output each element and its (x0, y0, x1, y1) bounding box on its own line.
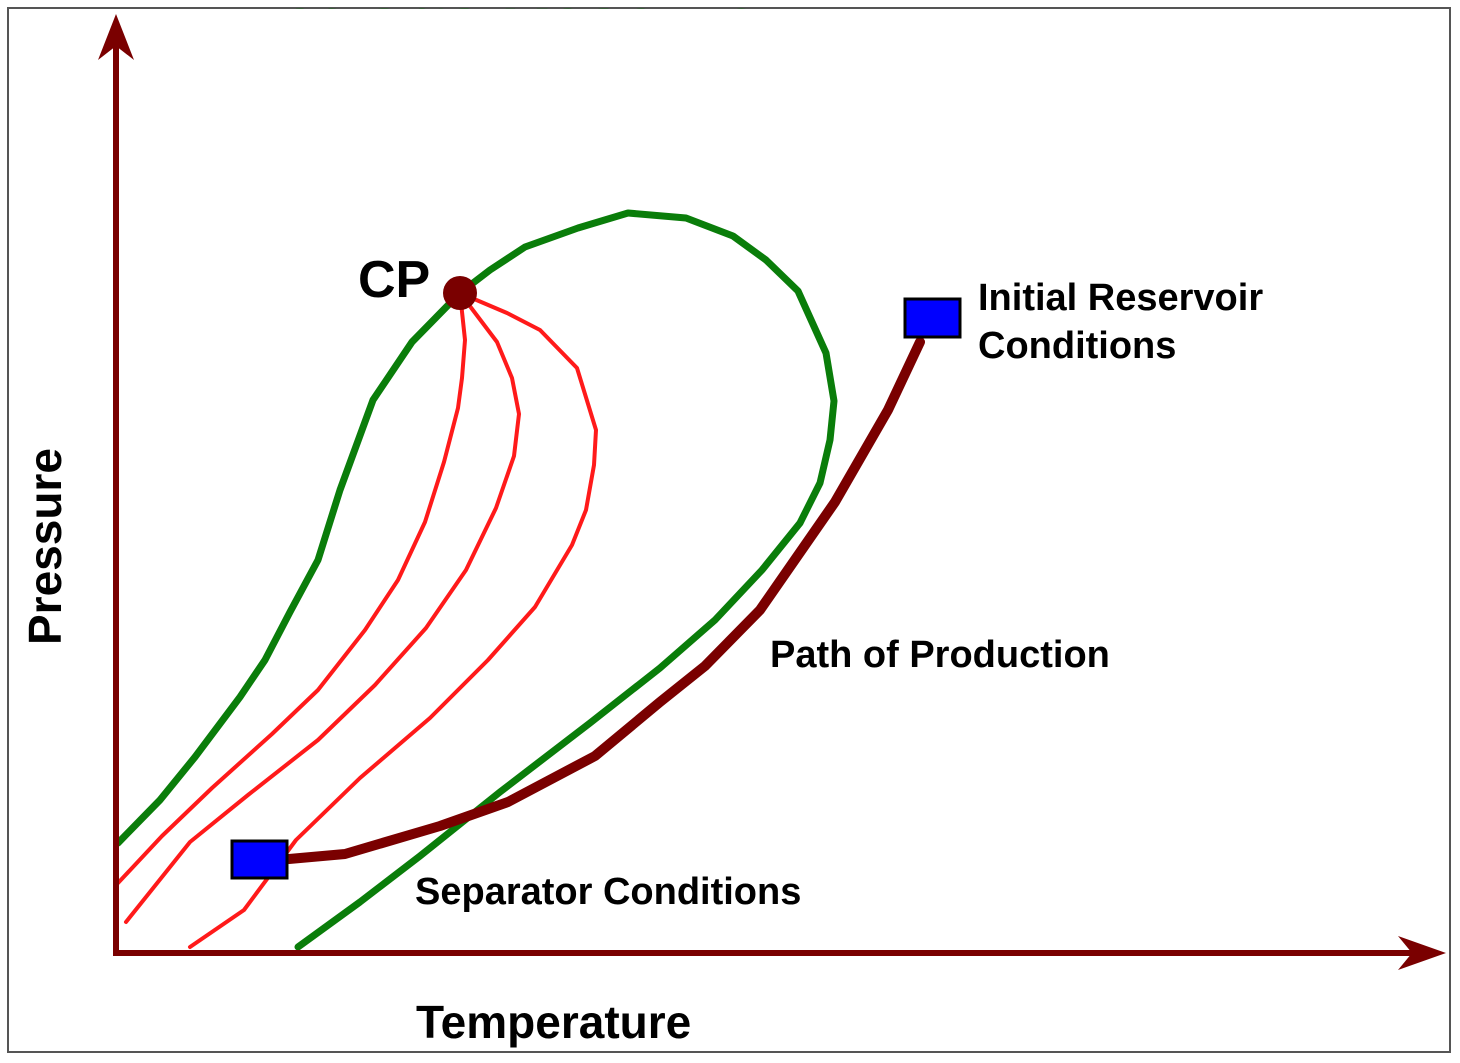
x-axis-title: Temperature (416, 996, 691, 1048)
phase-envelope-curve (114, 209, 838, 951)
production-path-curve (284, 337, 925, 864)
production-path-label: Path of Production (770, 634, 1110, 676)
y-axis-arrow-icon (98, 14, 134, 60)
initial-conditions-label-line2: Conditions (978, 325, 1176, 367)
initial-conditions-label-line1: Initial Reservoir (978, 277, 1263, 319)
separator-conditions-label: Separator Conditions (415, 871, 801, 913)
quality-lines (116, 291, 598, 949)
critical-point-marker (443, 276, 477, 310)
axes (98, 14, 1446, 970)
quality-line-1 (116, 291, 467, 885)
quality-line-3 (188, 291, 598, 949)
quality-line-2 (124, 291, 521, 924)
initial-conditions-marker (903, 297, 962, 339)
diagram-title: Wet Gas Reservoir (220, 0, 806, 22)
separator-conditions-marker (230, 839, 289, 880)
x-axis-arrow-icon (1398, 936, 1446, 970)
y-axis-title: Pressure (19, 448, 71, 645)
critical-point-label: CP (358, 251, 430, 309)
